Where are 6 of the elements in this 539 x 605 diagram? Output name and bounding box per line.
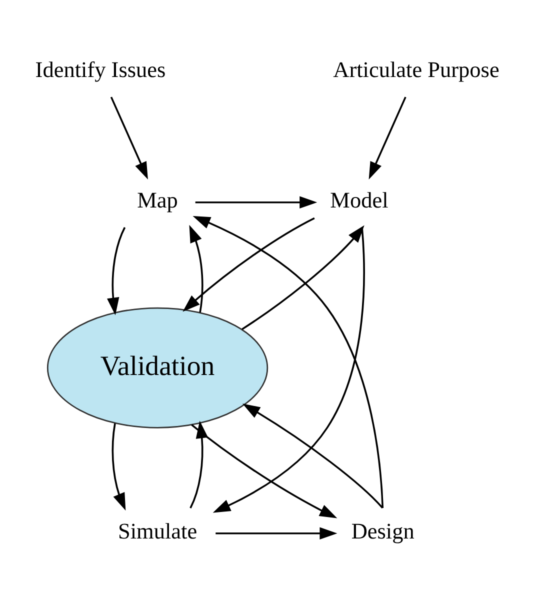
node-text: Simulate [118, 518, 198, 544]
node-text: Design [351, 518, 414, 544]
node-text: Articulate Purpose [333, 56, 500, 82]
node-text: Identify Issues [35, 56, 166, 82]
node-text: Model [330, 188, 388, 213]
node-text: Map [137, 188, 178, 213]
